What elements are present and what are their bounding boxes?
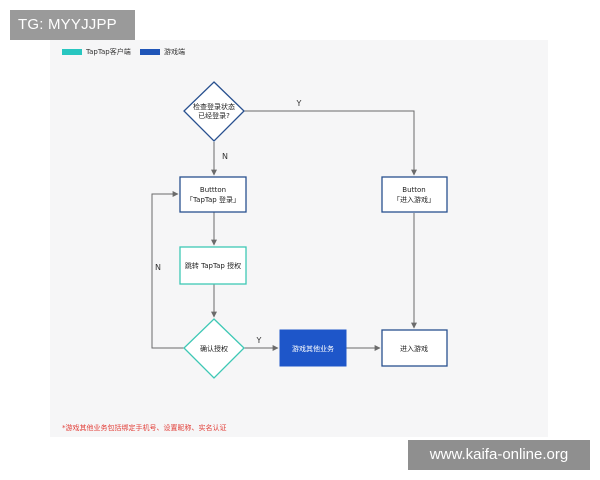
legend-swatch-game bbox=[140, 49, 160, 55]
node-taptap-login-button bbox=[179, 176, 247, 213]
tg-watermark: TG: MYYJJPP bbox=[10, 10, 135, 40]
edge-label-confirm-no: N bbox=[155, 263, 161, 272]
legend-label-game: 游戏端 bbox=[164, 48, 185, 56]
node-jump-authorize bbox=[179, 246, 247, 285]
node-enter-game-label: 进入游戏 bbox=[400, 344, 428, 353]
footnote: *游戏其他业务包括绑定手机号、设置昵称、实名认证 bbox=[62, 424, 227, 432]
site-watermark: www.kaifa-online.org bbox=[408, 440, 590, 470]
legend-item-game: 游戏端 bbox=[140, 47, 185, 57]
node-enter-game-button-line1: Button bbox=[402, 186, 425, 194]
decision-check-login-line2: 已经登录? bbox=[198, 111, 230, 120]
decision-confirm-authorize bbox=[183, 318, 245, 379]
legend-item-taptap: TapTap客户端 bbox=[62, 47, 131, 57]
edge-confirm-no bbox=[151, 191, 184, 349]
node-other-business-label: 游戏其他业务 bbox=[292, 344, 334, 353]
decision-check-login bbox=[183, 81, 245, 142]
node-jump-authorize-label: 跳转 TapTap 授权 bbox=[185, 261, 241, 270]
edge-check-yes bbox=[244, 110, 417, 176]
node-enter-game bbox=[381, 329, 448, 367]
edge-label-check-yes: Y bbox=[296, 99, 302, 108]
diagram-canvas bbox=[50, 40, 548, 437]
node-taptap-login-button-line1: Buttton bbox=[200, 186, 226, 194]
node-enter-game-button bbox=[381, 176, 448, 213]
node-taptap-login-button-line2: 「TapTap 登录」 bbox=[186, 195, 240, 204]
decision-confirm-authorize-label: 确认授权 bbox=[200, 344, 228, 353]
edge-label-confirm-yes: Y bbox=[256, 336, 262, 345]
decision-check-login-line1: 检查登录状态 bbox=[193, 102, 235, 111]
legend-label-taptap: TapTap客户端 bbox=[86, 48, 131, 56]
node-enter-game-button-line2: 「进入游戏」 bbox=[393, 195, 435, 204]
node-other-business bbox=[279, 329, 347, 367]
edge-label-check-no: N bbox=[222, 152, 228, 161]
legend-swatch-taptap bbox=[62, 49, 82, 55]
